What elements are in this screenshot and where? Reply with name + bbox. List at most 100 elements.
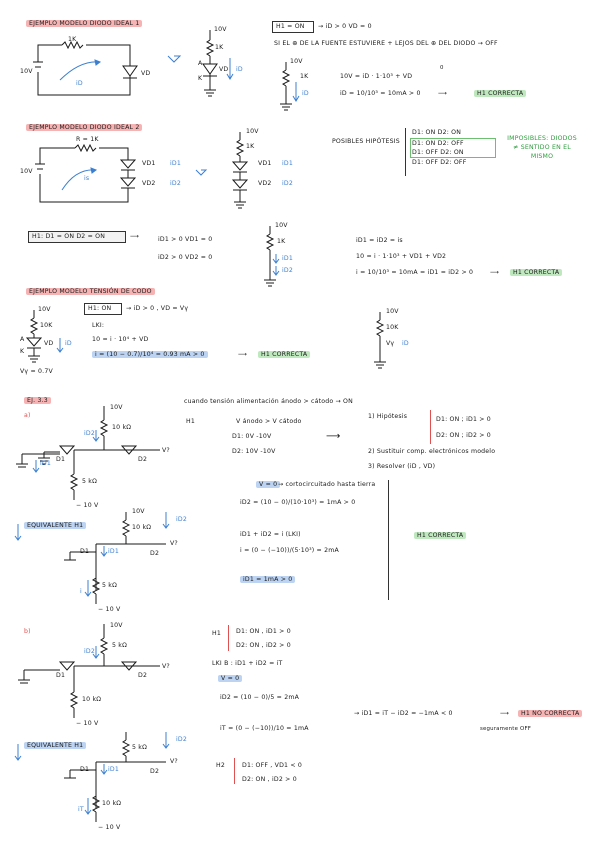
a-d2on: D2: ON ; iD2 > 0 [436, 432, 491, 439]
s4-eq1: 10 = i · 10⁴ + VD [92, 336, 149, 343]
s1-note: SI EL ⊕ DE LA FUENTE ESTUVIERE + LEJOS D… [274, 40, 498, 47]
s3-conclusion: H1 CORRECTA [510, 269, 563, 276]
a-lab-id2: iD2 [84, 430, 96, 437]
ej-hint: cuando tensión alimentación ánodo > cáto… [184, 398, 353, 405]
s1-arrow: ⟶ [438, 90, 448, 97]
a-eq-d2: D2 [150, 550, 160, 557]
b-eq2: iT = (0 − (−10))/10 = 1mA [220, 725, 309, 732]
a-vzero: V = 0 [256, 481, 281, 488]
a-eq2: iD1 + iD2 = i (LKI) [240, 531, 301, 538]
a-eq-d1: D1 [80, 548, 90, 555]
b-h2-brace [234, 758, 235, 784]
ej-part-b: b) [24, 628, 31, 635]
s2-hyp-row-4: D1: OFF D2: OFF [412, 159, 467, 166]
a-d2: D2: 10V -10V [232, 448, 276, 455]
s4-lab-K: K [20, 348, 25, 355]
s3-lab-10v: 10V [275, 222, 288, 229]
a-eq3: i = (0 − (−10))/(5·10³) = 2mA [240, 547, 339, 554]
s2-v-id1: iD1 [282, 160, 294, 167]
b-h1: H1 [212, 630, 221, 637]
s3-lab-1k: 1K [277, 238, 286, 245]
ej-part-a: a) [24, 412, 31, 419]
b-lki: LKI B : iD1 + iD2 = iT [212, 660, 283, 667]
s1-vlab-10v: 10V [214, 26, 227, 33]
b-eq1: iD2 = (10 − 0)/5 = 2mA [220, 694, 300, 701]
a-eq-m10: − 10 V [98, 606, 121, 613]
s2-v-vd1: VD1 [258, 160, 272, 167]
s2-hyp-separator [405, 128, 406, 176]
s1-vlab-1k: 1K [215, 44, 224, 51]
a-equiv-label: EQUIVALENTE H1 [24, 522, 87, 529]
a-h1: H1 [186, 418, 195, 425]
a-conclusion: H1 CORRECTA [414, 532, 467, 539]
a-eq-v: V? [170, 540, 178, 547]
a-d1on: D1: ON ; iD1 > 0 [436, 416, 491, 423]
s4-arrow: ⟶ [238, 351, 248, 358]
s2-impossible-note: IMPOSIBLES: DIODOS ≠ SENTIDO EN EL MISMO [507, 135, 577, 160]
a-eq1: iD2 = (10 − 0)/(10·10³) = 1mA > 0 [240, 499, 356, 506]
section4-title: EJEMPLO MODELO TENSIÓN DE CODO [26, 288, 155, 295]
b-h1b: D2: ON , iD2 > 0 [236, 642, 291, 649]
b-h1-brace [228, 625, 229, 651]
b-res-arrow: ⟶ [500, 710, 510, 717]
s3-arrow: ⟶ [130, 233, 140, 240]
a-lab-m10: − 10 V [76, 502, 99, 509]
b-h1a: D1: ON , iD1 > 0 [236, 628, 291, 635]
a-lab-id1: iD1 [40, 460, 52, 467]
s4-lki: LKI: [92, 322, 105, 329]
b-res-conclusion: H1 NO CORRECTA [518, 710, 583, 717]
s4-lab-10v: 10V [38, 306, 51, 313]
s1-r-1k: 1K [300, 73, 309, 80]
s4-r-10k: 10K [386, 324, 399, 331]
a-lab-10k: 10 kΩ [112, 424, 132, 431]
s4-r-id: iD [402, 340, 409, 347]
s1-lab-id: iD [76, 80, 83, 87]
b-lab-d2: D2 [138, 672, 148, 679]
b-lab-10v: 10V [110, 622, 123, 629]
b-eq-id1: iD1 [108, 766, 120, 773]
s4-lab-10k: 10K [40, 322, 53, 329]
ej-title: EJ. 3.3 [24, 397, 51, 404]
section2-title: EJEMPLO MODELO DIODO IDEAL 2 [26, 124, 143, 131]
b-eq-10k: 10 kΩ [102, 800, 122, 807]
b-eq-m10: − 10 V [98, 824, 121, 831]
s4-r-vg: Vγ [386, 340, 395, 347]
s2-lab-is: is [84, 175, 90, 182]
s4-eq2: i = (10 − 0.7)/10⁴ = 0.93 mA > 0 [92, 351, 208, 358]
b-res: → iD1 = iT − iD2 = −1mA < 0 [354, 710, 453, 717]
b-eq-d2: D2 [150, 768, 160, 775]
s4-hypothesis-result: → iD > 0 , VD = Vγ [126, 305, 189, 312]
a-lab-v: V? [162, 447, 170, 454]
s1-lab-10v: 10V [20, 68, 33, 75]
a-vzero-note: → cortocircuitado hasta tierra [278, 481, 376, 488]
b-h2a: D1: OFF , VD1 < 0 [242, 762, 303, 769]
s1-eq2: iD = 10/10³ = 10mA > 0 [340, 90, 421, 97]
s1-eq1: 10V = iD · 1·10³ + VD [340, 73, 413, 80]
s3-r2: 10 = i · 1·10³ + VD1 + VD2 [356, 253, 447, 260]
s3-arrow2: ⟶ [490, 269, 500, 276]
a-lab-10v: 10V [110, 404, 123, 411]
a-step3: 3) Resolver (iD , VD) [368, 463, 436, 470]
a-lab-5k: 5 kΩ [82, 478, 98, 485]
s2-lab-vd1: VD1 [142, 160, 156, 167]
s4-lab-id: iD [65, 340, 72, 347]
b-lab-10k: 10 kΩ [82, 696, 102, 703]
s1-hypothesis-box [272, 21, 314, 33]
s2-lab-vd2: VD2 [142, 180, 156, 187]
b-sub: seguramente OFF [480, 726, 532, 732]
a-vanodo: V ánodo > V cátodo [236, 418, 302, 425]
s2-lab-id1: iD1 [170, 160, 182, 167]
s2-v-vd2: VD2 [258, 180, 272, 187]
s1-vlab-K: K [198, 75, 203, 82]
b-lab-m10: − 10 V [76, 720, 99, 727]
a-eq-i: i [80, 588, 82, 595]
s2-hyp-title: POSIBLES HIPÓTESIS [332, 138, 400, 145]
s4-hypothesis: H1: ON [88, 305, 112, 312]
s2-hyp-box-impossible [410, 138, 496, 158]
s2-hyp-row-3: D1: OFF D2: ON [412, 149, 464, 156]
s4-lab-vd: VD [44, 340, 54, 347]
